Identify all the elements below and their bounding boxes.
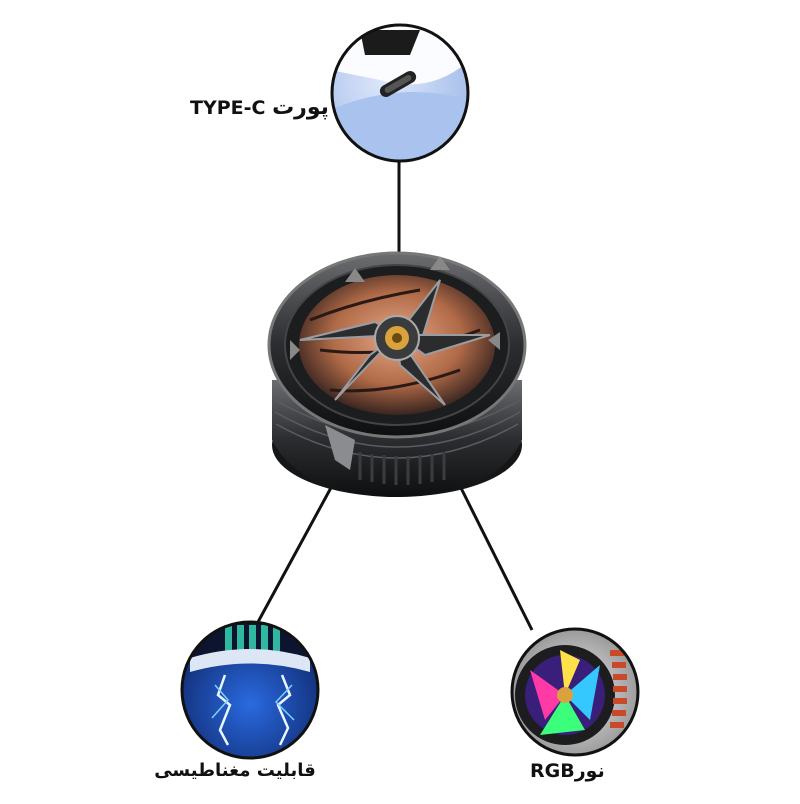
usb-c-port-icon: [330, 23, 470, 163]
callout-label-fa: پورت: [272, 95, 329, 120]
connector-line-left: [256, 483, 335, 623]
callout-label-type-c: TYPE-C پورت: [190, 95, 329, 120]
callout-label-latin: TYPE-C: [190, 97, 266, 119]
cooling-fan-icon: [267, 251, 527, 497]
rgb-light-fan-icon: [510, 627, 640, 757]
magnetic-field-icon: [180, 620, 320, 760]
callout-label-rgb: RGBنور: [530, 760, 605, 782]
callout-label-fa: نور: [574, 760, 605, 782]
callout-label-magnetic: قابلیت مغناطیسی: [154, 760, 316, 781]
callout-label-latin: RGB: [530, 760, 575, 782]
connector-line-right: [455, 479, 534, 631]
